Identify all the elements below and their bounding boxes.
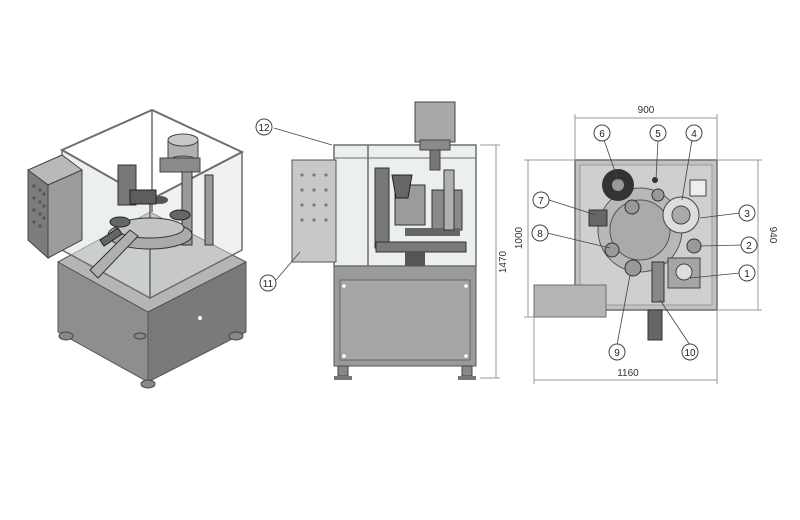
iso-base-hole [198,316,202,320]
top-side-box [533,284,607,318]
callout-10: 10 [681,343,699,361]
side-view: 1470 [291,101,509,380]
isometric-view [27,108,248,389]
callout-6: 6 [593,124,611,142]
iso-hopper [159,133,201,173]
top-chute [647,309,663,341]
svg-text:5: 5 [655,129,661,140]
side-height-dimension [480,144,500,379]
svg-text:4: 4 [691,129,697,140]
top-view: 900 1160 1000 940 [514,105,778,384]
svg-text:1: 1 [744,269,750,280]
svg-text:10: 10 [684,348,696,359]
iso-panel-buttons [32,184,46,228]
iso-foot [140,379,156,389]
svg-text:3: 3 [744,209,750,220]
iso-machinery [89,164,214,279]
dim-900: 900 [638,105,655,116]
svg-text:12: 12 [258,123,270,134]
dim-1160: 1160 [617,368,639,379]
callout-8: 8 [531,224,549,242]
callout-5: 5 [649,124,667,142]
callout-3: 3 [738,204,756,222]
callouts: 12 11 6 5 4 3 7 8 [255,118,758,361]
callout-12: 12 [255,118,273,136]
side-door-buttons [300,173,328,222]
dim-940: 940 [767,227,778,244]
side-door-panel [291,159,337,263]
svg-text:11: 11 [263,279,274,290]
svg-text:8: 8 [537,229,543,240]
svg-text:9: 9 [614,348,620,359]
callout-4: 4 [685,124,703,142]
iso-foot [133,332,147,340]
dim-1470: 1470 [498,250,509,273]
svg-text:7: 7 [538,196,544,207]
callout-2: 2 [740,236,758,254]
top-stations [588,169,707,303]
iso-foot [58,331,74,341]
iso-foot [228,331,244,341]
side-machinery [374,167,467,266]
top-dimension-lines [524,114,762,384]
side-hopper [414,101,456,143]
callout-11: 11 [259,274,277,292]
iso-control-panel [27,154,83,260]
callout-1: 1 [738,264,756,282]
callout-9: 9 [608,343,626,361]
callout-7: 7 [532,191,550,209]
dim-1000: 1000 [514,226,525,249]
svg-text:6: 6 [599,129,605,140]
svg-text:2: 2 [746,241,752,252]
